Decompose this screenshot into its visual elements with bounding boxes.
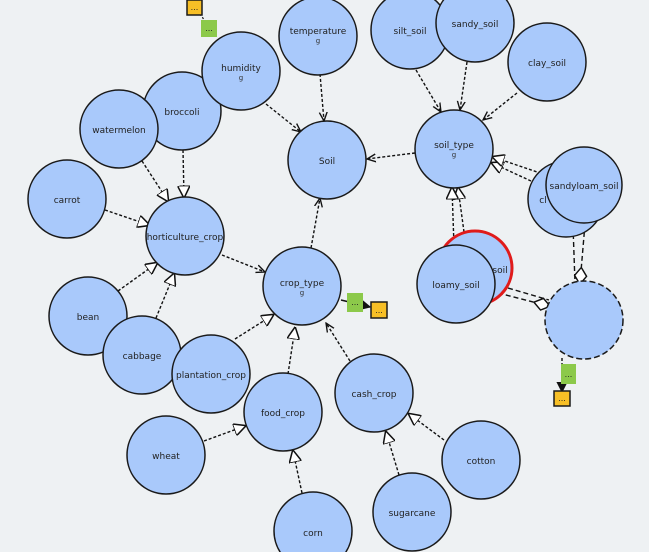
node-temperature-label: temperature xyxy=(290,27,347,37)
edge-broccoli-horticulture xyxy=(183,149,184,197)
tag-blank-green[interactable]: ... xyxy=(561,364,576,384)
edge-foodcrop-croptype xyxy=(288,328,295,375)
edge-bean-horticulture xyxy=(117,263,157,292)
edge-wheat-foodcrop xyxy=(203,426,245,442)
node-humidity[interactable]: humidity g xyxy=(201,31,281,111)
node-cotton-label: cotton xyxy=(467,457,496,467)
node-plantation-crop[interactable]: plantation_crop xyxy=(171,334,251,414)
edge-red-soiltype xyxy=(458,188,464,233)
edge-claysoil-soiltype xyxy=(483,92,518,120)
node-plantation-crop-label: plantation_crop xyxy=(176,371,246,381)
tag-croptype-orange-label: ... xyxy=(375,306,383,315)
tag-croptype-orange[interactable]: ... xyxy=(370,301,388,319)
edge-croptype-soil xyxy=(310,198,320,249)
tag-top-orange-label: ... xyxy=(191,3,199,12)
node-sandy-soil-label: sandy_soil xyxy=(452,20,499,30)
edge-siltsoil-soiltype xyxy=(415,69,441,112)
tag-top-green-label: ... xyxy=(205,24,213,33)
node-cash-crop-label: cash_crop xyxy=(351,390,396,400)
node-red-soil-label: soil xyxy=(492,266,507,276)
tag-blank-orange[interactable]: ... xyxy=(553,390,571,407)
node-soil[interactable]: Soil xyxy=(287,120,367,200)
edge-cotton-cashcrop xyxy=(409,414,445,441)
node-clay-soil-label: clay_soil xyxy=(528,59,566,69)
edge-humidity-soil xyxy=(265,103,301,132)
tag-top-green[interactable]: ... xyxy=(201,20,217,37)
edge-cashcrop-croptype xyxy=(326,323,351,362)
node-humidity-label: humidity xyxy=(221,64,261,74)
tag-blank-green-label: ... xyxy=(565,370,573,379)
edge-loamy-blank xyxy=(497,292,549,306)
edge-sandyloam-soiltype xyxy=(493,157,547,176)
node-cabbage[interactable]: cabbage xyxy=(102,315,182,395)
edge-red-blank xyxy=(507,287,550,301)
node-soil-type[interactable]: soil_type g xyxy=(414,109,494,189)
node-food-crop[interactable]: food_crop xyxy=(243,372,323,452)
node-humidity-sub: g xyxy=(239,74,243,82)
node-silt-soil-label: silt_soil xyxy=(394,27,427,37)
edge-carrot-horticulture xyxy=(104,209,149,225)
nodes-layer: temperature g broccoli humidity g waterm… xyxy=(27,0,624,552)
edge-horticulture-croptype xyxy=(221,254,265,272)
edge-sandysoil-soiltype xyxy=(460,61,468,110)
node-sugarcane[interactable]: sugarcane xyxy=(372,472,452,552)
node-carrot[interactable]: carrot xyxy=(27,159,107,239)
edge-sugarcane-cashcrop xyxy=(386,432,400,476)
edge-plantation-croptype xyxy=(234,315,273,340)
node-wheat-label: wheat xyxy=(152,452,180,462)
tag-top-orange[interactable]: ... xyxy=(186,0,203,16)
node-crop-type-label: crop_type xyxy=(280,279,325,289)
node-food-crop-label: food_crop xyxy=(261,409,305,419)
node-horticulture-crop-label: horticulture_crop xyxy=(147,233,224,243)
node-watermelon[interactable]: watermelon xyxy=(79,89,159,169)
tag-blank-orange-label: ... xyxy=(558,394,566,403)
edge-soiltype-soil xyxy=(367,152,416,159)
node-watermelon-label: watermelon xyxy=(92,126,146,136)
node-crop-type-sub: g xyxy=(300,289,304,297)
node-soil-type-label: soil_type xyxy=(434,141,474,151)
node-bean-label: bean xyxy=(77,313,99,323)
tag-croptype-green-label: ... xyxy=(351,298,359,307)
node-wheat[interactable]: wheat xyxy=(126,415,206,495)
edge-sandyloam-blank xyxy=(580,223,585,283)
edges-layer xyxy=(104,13,585,494)
node-carrot-label: carrot xyxy=(54,196,81,206)
node-loamy-soil-label: loamy_soil xyxy=(432,281,479,291)
node-sandyloam-soil-label: sandyloam_soil xyxy=(550,182,619,192)
node-horticulture-crop[interactable]: horticulture_crop xyxy=(145,196,225,276)
node-corn-label: corn xyxy=(303,529,323,539)
node-sandy-soil[interactable]: sandy_soil xyxy=(435,0,515,63)
node-soil-label: Soil xyxy=(319,157,335,167)
node-sugarcane-label: sugarcane xyxy=(389,509,436,519)
node-temperature[interactable]: temperature g xyxy=(278,0,358,76)
node-cabbage-label: cabbage xyxy=(123,352,162,362)
edge-clay-soiltype xyxy=(492,163,532,182)
node-temperature-sub: g xyxy=(316,37,320,45)
node-clay-soil[interactable]: clay_soil xyxy=(507,22,587,102)
edge-temperature-soil xyxy=(320,73,324,121)
tag-croptype-green[interactable]: ... xyxy=(347,293,363,312)
node-clay-partial-label: cl xyxy=(539,196,546,206)
node-soil-type-sub: g xyxy=(452,151,456,159)
node-broccoli-label: broccoli xyxy=(164,108,199,118)
edge-cabbage-horticulture xyxy=(155,274,174,319)
node-blank-anonymous[interactable] xyxy=(544,280,624,360)
tags-layer: ... ... ... ... ... ... xyxy=(186,0,576,407)
node-corn[interactable]: corn xyxy=(273,491,353,552)
edge-watermelon-horticulture xyxy=(141,160,168,201)
edge-corn-foodcrop xyxy=(293,451,303,494)
node-sandyloam-soil[interactable]: sandyloam_soil xyxy=(545,146,623,224)
node-loamy-soil[interactable]: loamy_soil xyxy=(416,244,496,324)
node-cotton[interactable]: cotton xyxy=(441,420,521,500)
node-cash-crop[interactable]: cash_crop xyxy=(334,353,414,433)
node-crop-type[interactable]: crop_type g xyxy=(262,246,342,326)
